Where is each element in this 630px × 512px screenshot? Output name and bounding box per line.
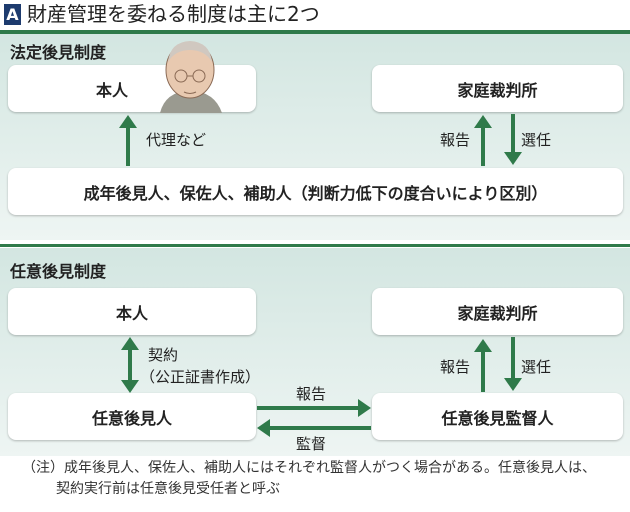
voluntary-principal-box: 本人 bbox=[8, 288, 256, 335]
supervisor-box: 任意後見監督人 bbox=[372, 393, 623, 440]
footnote-line-2: 契約実行前は任意後見受任者と呼ぶ bbox=[56, 481, 280, 497]
title-divider bbox=[0, 30, 630, 34]
voluntary-heading: 任意後見制度 bbox=[10, 262, 107, 281]
section-divider bbox=[0, 244, 630, 247]
legal-appoint-label: 選任 bbox=[521, 131, 552, 149]
footnote: （注）成年後見人、保佐人、補助人にはそれぞれ監督人がつく場合がある。任意後見人は… bbox=[22, 458, 596, 500]
footnote-line-1: （注）成年後見人、保佐人、補助人にはそれぞれ監督人がつく場合がある。任意後見人は… bbox=[22, 460, 596, 476]
supervise-label: 監督 bbox=[296, 435, 327, 453]
legal-principal-label: 本人 bbox=[95, 80, 128, 100]
proxy-label: 代理など bbox=[146, 131, 207, 149]
voluntary-guardian-box: 任意後見人 bbox=[8, 393, 256, 440]
legal-guardians-box: 成年後見人、保佐人、補助人（判断力低下の度合いにより区別） bbox=[8, 168, 623, 215]
legal-heading: 法定後見制度 bbox=[10, 43, 107, 62]
voluntary-court-box: 家庭裁判所 bbox=[372, 288, 623, 335]
section-badge: A bbox=[4, 4, 21, 25]
page-title: 財産管理を委ねる制度は主に2つ bbox=[27, 2, 320, 26]
voluntary-appoint-label: 選任 bbox=[521, 358, 552, 376]
legal-court-box: 家庭裁判所 bbox=[372, 65, 623, 112]
contract-sub-label: （公正証書作成） bbox=[140, 368, 261, 386]
legal-report-label: 報告 bbox=[440, 131, 471, 149]
voluntary-court-report-label: 報告 bbox=[440, 358, 471, 376]
legal-principal-box: 本人 bbox=[8, 65, 256, 112]
report-label: 報告 bbox=[296, 385, 327, 403]
contract-label: 契約 bbox=[148, 346, 179, 364]
